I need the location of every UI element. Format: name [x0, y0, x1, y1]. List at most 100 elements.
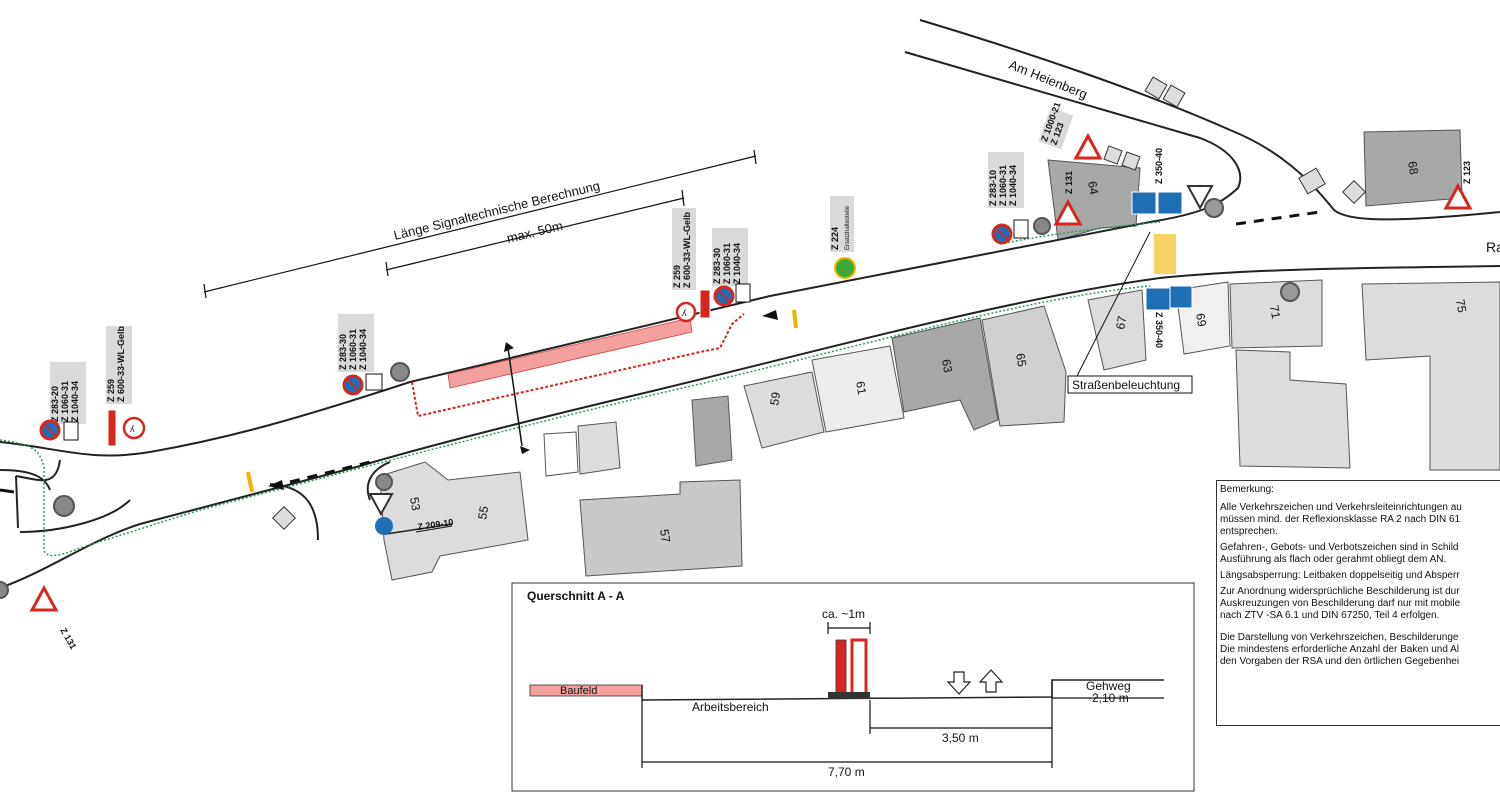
svg-text:ʎ: ʎ: [130, 424, 135, 434]
side-road-mid: [366, 461, 391, 501]
tag-left-a-2: Z 1060-31: [60, 381, 70, 422]
tag-mid-3: Z 1040-34: [358, 329, 368, 370]
buildings: [379, 129, 1500, 581]
building-64: [1047, 159, 1141, 241]
notes-line: Alle Verkehrszeichen und Verkehrsleitein…: [1220, 502, 1462, 513]
notes-line: Ausführung als flach oder gerahmt oblieg…: [1220, 554, 1447, 565]
plate-right: [1013, 219, 1029, 239]
side-road-right: [269, 483, 319, 541]
section-line: [507, 347, 523, 447]
cross-section-arrow-down: [946, 671, 972, 695]
detour-sign-53: [375, 517, 393, 535]
cross-section-panel: Querschnitt A - A Baufeld Arbeitsbereich…: [511, 582, 1195, 792]
tag-left-a-3: Z 1040-34: [70, 381, 80, 422]
svg-text:ʎ: ʎ: [682, 308, 687, 318]
notes-paragraph-5: Die Darstellung von Verkehrszeichen, Bes…: [1220, 632, 1500, 668]
notes-line: Längsabsperrung: Leitbaken doppelseitig …: [1220, 570, 1460, 581]
house-numbers: 53 55 57 59 61 63 64 65 67 68 69 71 75: [407, 160, 1469, 544]
traffic-signs: ʎ ʎ: [0, 76, 1473, 612]
building-67: [1087, 289, 1147, 371]
cross-section-arrow-up: [978, 669, 1004, 693]
building-small-2: [577, 421, 621, 475]
building-59: [743, 371, 825, 449]
house-number-55: 55: [475, 505, 491, 521]
tag-work-b-2: Z 1060-31: [722, 243, 732, 284]
notes-line: den Vorgaben der RSA und den örtlichen G…: [1220, 656, 1460, 667]
no-pedestrians-sign-work: ʎ: [675, 301, 697, 323]
stop-line-left: [289, 460, 371, 484]
house-number-64: 64: [1085, 180, 1101, 196]
tag-left-b-2: Z 600-33-WL-Gelb: [116, 325, 126, 402]
grey-sign-71: [1280, 282, 1300, 302]
max-length-tick-a: [385, 261, 389, 277]
tag-left-a: Z 283-20 Z 1060-31 Z 1040-34: [50, 362, 86, 424]
crossing-sign-bottom-a: [1145, 287, 1171, 311]
yield-sign-53: [368, 493, 394, 517]
house-number-67: 67: [1113, 315, 1129, 331]
signal-length-tick-a: [203, 283, 207, 299]
building-75: [1361, 281, 1500, 471]
building-61: [811, 345, 905, 433]
tag-mid-2: Z 1060-31: [348, 329, 358, 370]
section-arrow-bottom: [520, 446, 530, 454]
cross-section-title: Querschnitt A - A: [527, 589, 625, 603]
tag-left-b-1: Z 259: [106, 379, 116, 402]
signal-length-tick-b: [753, 149, 757, 165]
notes-line: Auskreuzungen von Beschilderung darf nur…: [1220, 598, 1461, 609]
priority-sign-right: [1341, 179, 1367, 205]
tag-z350-bottom: Z 350-40: [1154, 312, 1164, 348]
side-road-left-top: [0, 469, 51, 491]
notes-paragraph-2: Gefahren-, Gebots- und Verbotszeichen si…: [1220, 542, 1500, 566]
work-zone: [246, 234, 1176, 493]
grey-sign-heienberg: [1204, 198, 1224, 218]
tag-z131-top: Z 131: [1064, 171, 1074, 194]
max-length-label: max. 50m: [505, 218, 564, 246]
plate-left: [63, 421, 79, 441]
cross-section-beacon-b: [850, 638, 868, 696]
cross-section-spacing-label: ca. ~1m: [822, 607, 865, 621]
priority-sign-left: [271, 505, 297, 531]
building-63: [891, 317, 999, 431]
building-57: [579, 479, 743, 577]
warning-sign-64: [1053, 198, 1083, 226]
tag-mid: Z 283-30 Z 1060-31 Z 1040-34: [338, 314, 374, 372]
building-block-behind-71: [1235, 349, 1351, 469]
main-road-south-edge: [0, 265, 1500, 589]
roads: [0, 19, 1500, 589]
notes-heading: Bemerkung:: [1220, 484, 1274, 495]
section-arrow-top: [504, 342, 514, 352]
house-number-57: 57: [657, 528, 673, 544]
heienberg-west-edge: [919, 19, 1500, 221]
max-length-tick-b: [681, 189, 685, 207]
grey-sign-53: [375, 473, 393, 491]
tag-z209: Z 209-10: [417, 517, 454, 532]
no-stopping-sign-right: [991, 223, 1013, 245]
grey-sign-right: [1033, 217, 1051, 235]
plate-work: [735, 283, 751, 303]
street-lighting-label: Straßenbeleuchtung: [1072, 378, 1180, 392]
cross-section-beacon-a: [835, 639, 847, 695]
footpath-detour: [0, 285, 1151, 557]
cross-section-beacon-base: [828, 692, 870, 699]
tag-left-b: Z 259 Z 600-33-WL-Gelb: [106, 325, 132, 404]
info-sign-64-a: [1103, 145, 1123, 165]
cross-section-work-area-label: Arbeitsbereich: [692, 700, 769, 714]
barrier-panel-left: [107, 409, 117, 447]
footpath-north: [999, 221, 1161, 245]
tag-work-b-3: Z 1040-34: [732, 243, 742, 284]
cross-section-total-label: 7,70 m: [828, 765, 865, 779]
left-dash: [0, 488, 15, 494]
no-stopping-sign-work: [713, 285, 735, 307]
street-lighting-leader: [1075, 231, 1151, 379]
tag-z131-bottom: Z 131: [58, 626, 78, 651]
notes-paragraph-4: Zur Anordnung widersprüchliche Beschilde…: [1220, 586, 1500, 622]
cross-section-sidewalk-label: Gehweg: [1086, 679, 1131, 693]
notes-box: Bemerkung: Alle Verkehrszeichen und Verk…: [1216, 480, 1500, 726]
tag-bus-stop-text: Ersatzhaltestelle: [845, 205, 851, 250]
street-name-right: Ra: [1486, 239, 1500, 255]
tag-work-b: Z 283-30 Z 1060-31 Z 1040-34: [712, 228, 748, 286]
tag-z350-top: Z 350-40: [1154, 148, 1164, 184]
notes-line: entsprechen.: [1220, 526, 1278, 537]
house-number-63: 63: [939, 358, 955, 374]
crossing-sign-top-a: [1131, 191, 1157, 215]
